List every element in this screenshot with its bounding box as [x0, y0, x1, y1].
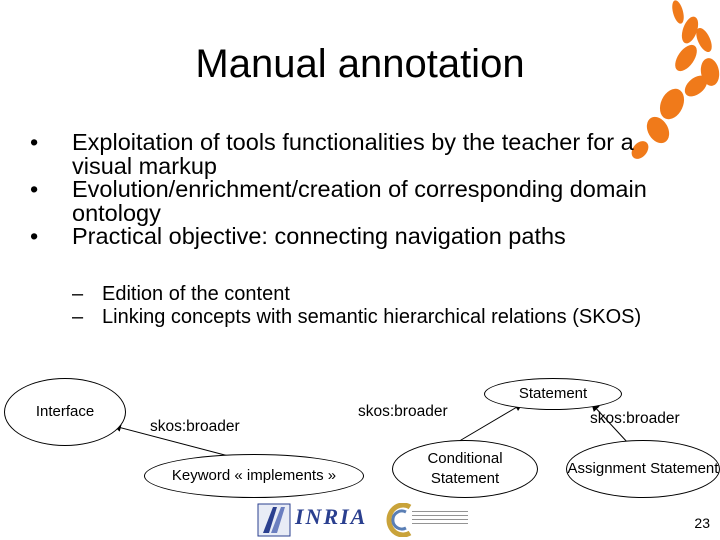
- sub-bullet-item: – Edition of the content: [72, 283, 692, 306]
- edge-label-keyword-interface: skos:broader: [150, 418, 240, 435]
- node-conditional-statement: Conditional Statement: [392, 440, 538, 498]
- sub-bullet-text: Linking concepts with semantic hierarchi…: [102, 306, 642, 328]
- edge-label-assignment-statement: skos:broader: [590, 410, 680, 427]
- page-number: 23: [694, 515, 710, 531]
- sub-bullet-list: – Edition of the content – Linking conce…: [72, 283, 692, 329]
- leaf-decoration: [631, 0, 720, 159]
- bullet-text: Practical objective: connecting navigati…: [72, 223, 566, 249]
- bullet-list: • Exploitation of tools functionalities …: [30, 129, 690, 249]
- bullet-item: • Practical objective: connecting naviga…: [30, 223, 690, 249]
- sub-bullet-item: – Linking concepts with semantic hierarc…: [72, 306, 692, 329]
- edge-conditional-statement: [455, 403, 523, 444]
- sub-bullet-dash: –: [72, 306, 84, 328]
- university-mark-icon: [386, 503, 412, 537]
- bullet-dot: •: [30, 176, 39, 202]
- bullet-dot: •: [30, 129, 39, 155]
- university-logo: [384, 502, 468, 538]
- bullet-item: • Evolution/enrichment/creation of corre…: [30, 176, 690, 226]
- inria-wordmark: INRIA: [295, 504, 368, 529]
- node-keyword: Keyword « implements »: [144, 454, 364, 498]
- bullet-text: Exploitation of tools functionalities by…: [72, 129, 634, 179]
- bullet-text: Evolution/enrichment/creation of corresp…: [72, 176, 647, 226]
- bullet-dot: •: [30, 223, 39, 249]
- bullet-item: • Exploitation of tools functionalities …: [30, 129, 690, 179]
- inria-mark-icon: [257, 503, 291, 537]
- node-interface: Interface: [4, 378, 126, 446]
- edge-assignment-statement: [591, 403, 629, 444]
- node-assignment-statement: Assignment Statement: [566, 440, 720, 498]
- sub-bullet-dash: –: [72, 283, 84, 305]
- edge-keyword-interface: [113, 423, 241, 460]
- ontology-edges: [113, 403, 629, 460]
- inria-logo: INRIA: [257, 502, 367, 538]
- slide-title: Manual annotation: [195, 42, 525, 86]
- edge-label-conditional-statement: skos:broader: [358, 403, 448, 420]
- node-statement: Statement: [484, 378, 622, 410]
- sub-bullet-text: Edition of the content: [102, 283, 290, 305]
